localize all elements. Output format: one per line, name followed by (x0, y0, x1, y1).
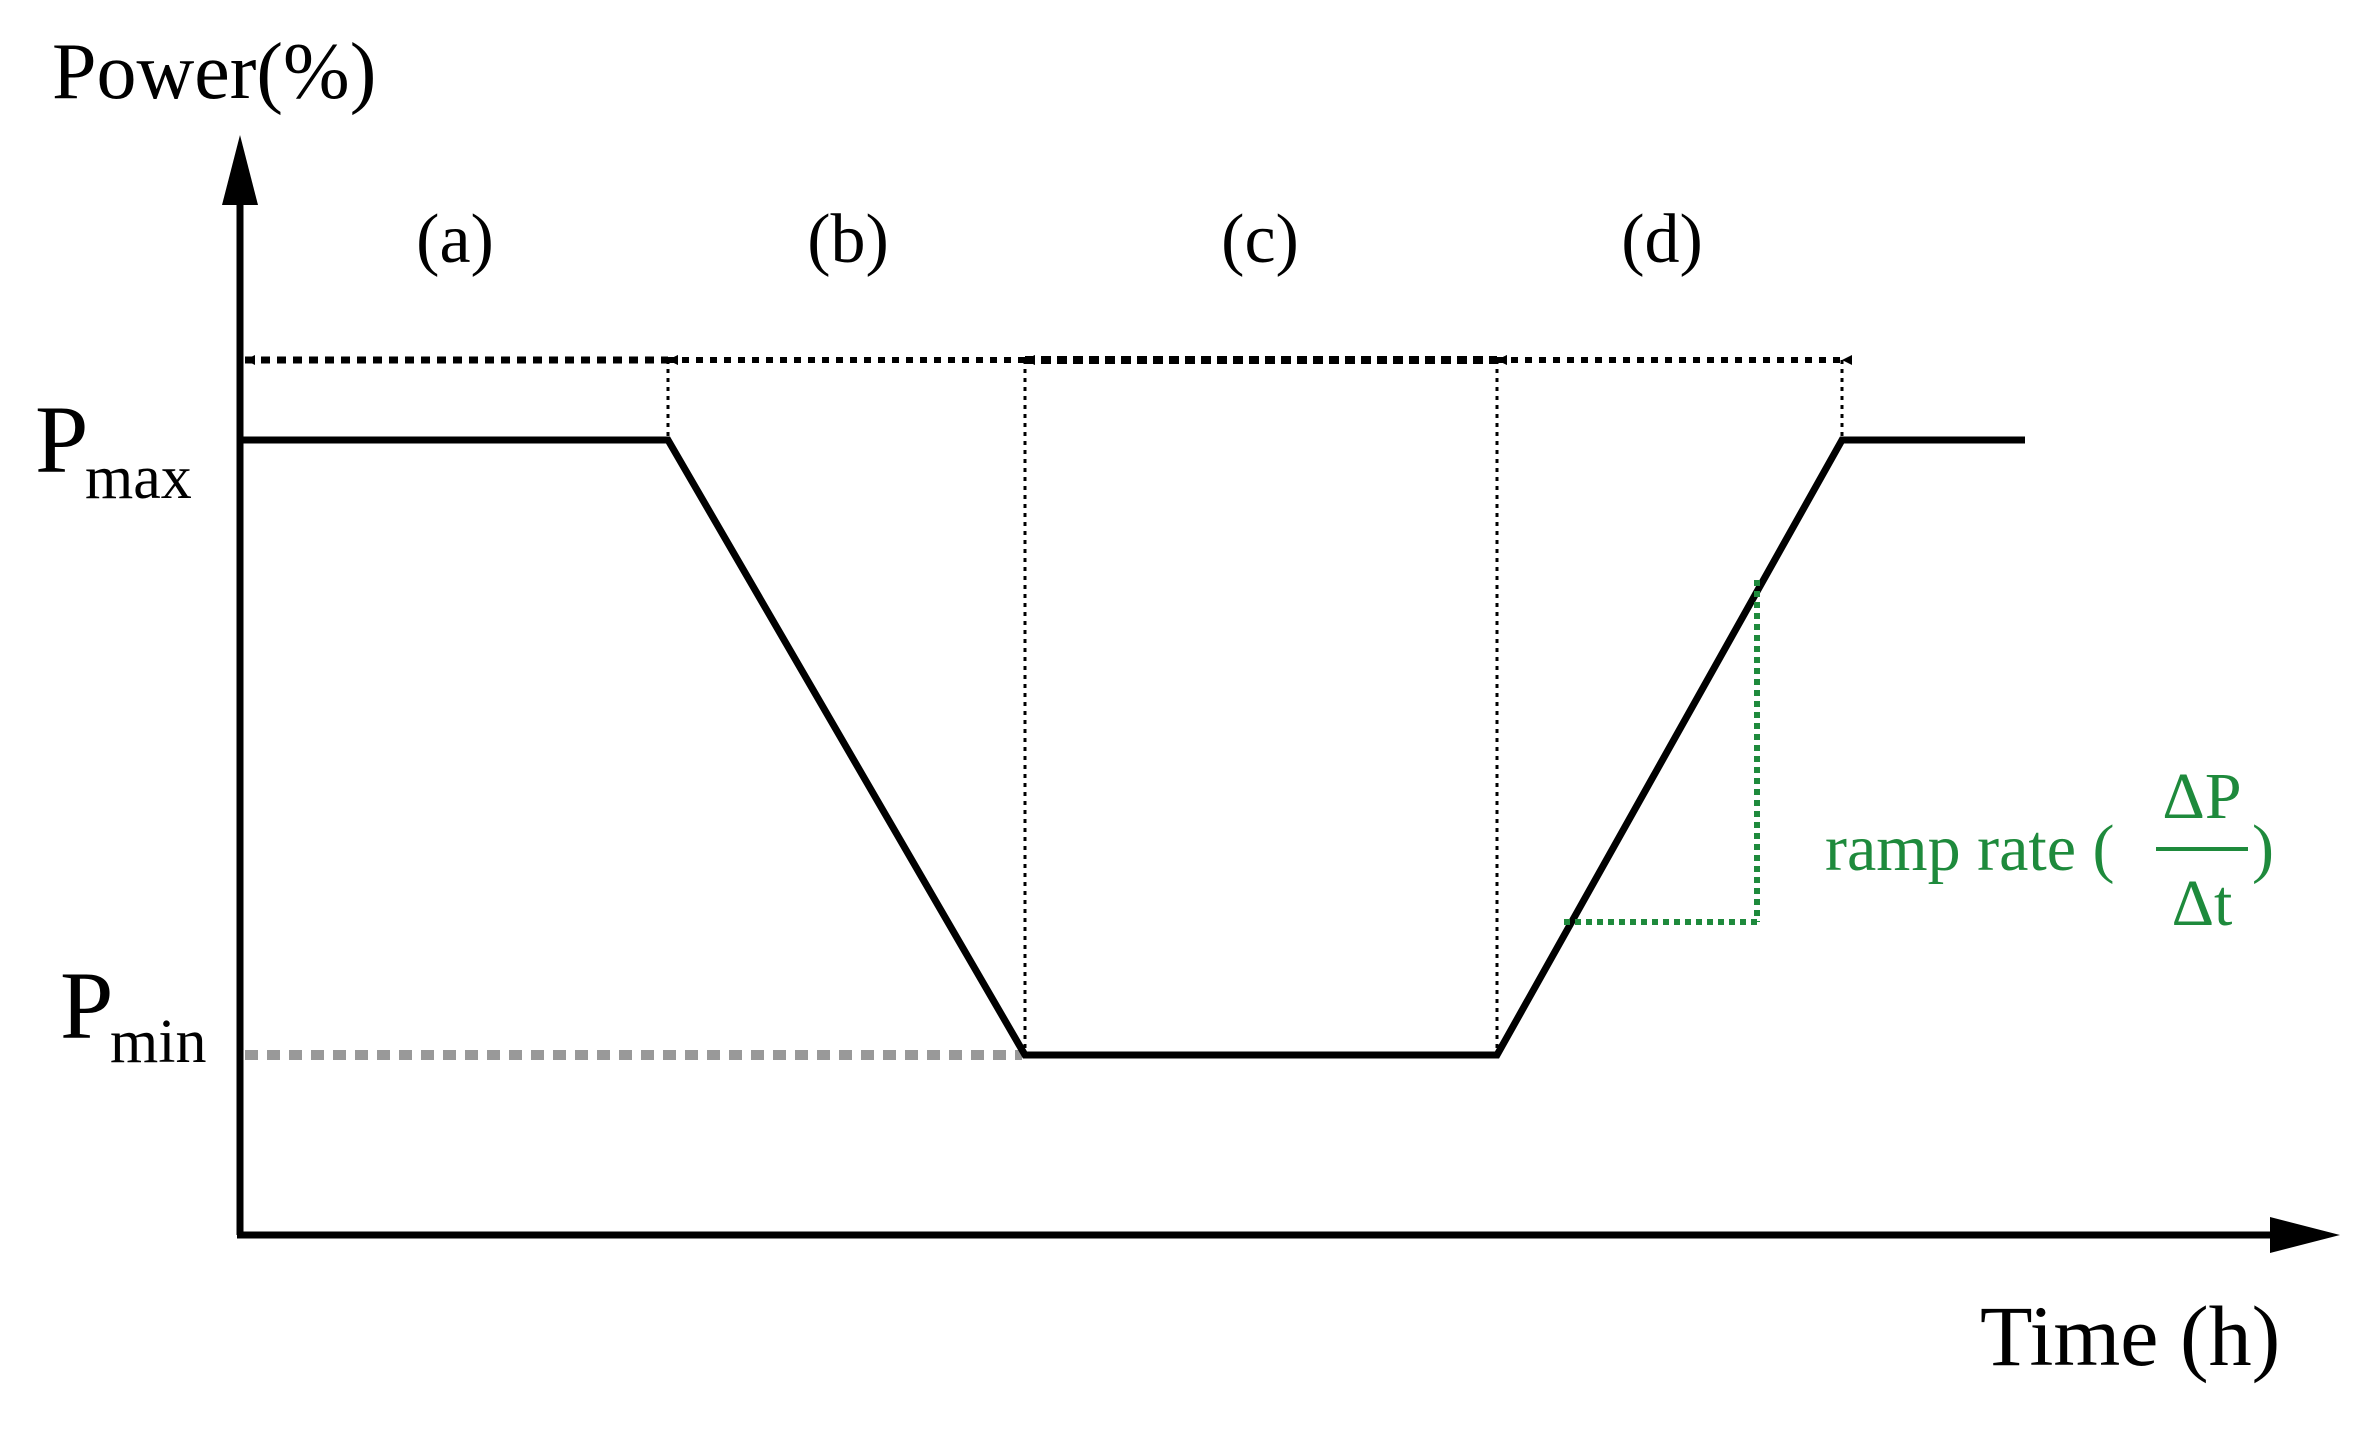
ramp-rate-denominator: Δt (2172, 867, 2233, 940)
x-axis-label: Time (h) (1980, 1288, 2280, 1384)
phase-labels: (a) (b) (c) (d) (416, 201, 1703, 278)
power-profile-curve (240, 436, 2025, 1059)
phase-label-c: (c) (1221, 201, 1299, 278)
phase-label-d: (d) (1621, 201, 1703, 278)
pmin-label-sub: min (110, 1008, 206, 1076)
ramp-rate-indicator (1564, 580, 1760, 925)
ramp-rate-annotation: ramp rate ( ΔP Δt ) (1825, 760, 2274, 940)
ramp-rate-text: ramp rate ( (1825, 812, 2115, 885)
pmax-label-main: P (35, 386, 88, 493)
phase-label-a: (a) (416, 201, 494, 278)
phase-label-b: (b) (807, 201, 889, 278)
pmin-label-main: P (60, 952, 113, 1059)
x-axis-arrowhead (2270, 1217, 2340, 1253)
phase-separators (666, 360, 1844, 1052)
axes (222, 135, 2340, 1253)
ramp-rate-close-paren: ) (2252, 812, 2274, 885)
y-axis-label: Power(%) (52, 28, 376, 116)
y-axis-arrowhead (222, 135, 258, 205)
ramp-rate-numerator: ΔP (2162, 760, 2241, 833)
pmax-label-sub: max (85, 444, 192, 512)
pmax-label: P max (35, 386, 192, 512)
pmin-label: P min (60, 952, 206, 1076)
